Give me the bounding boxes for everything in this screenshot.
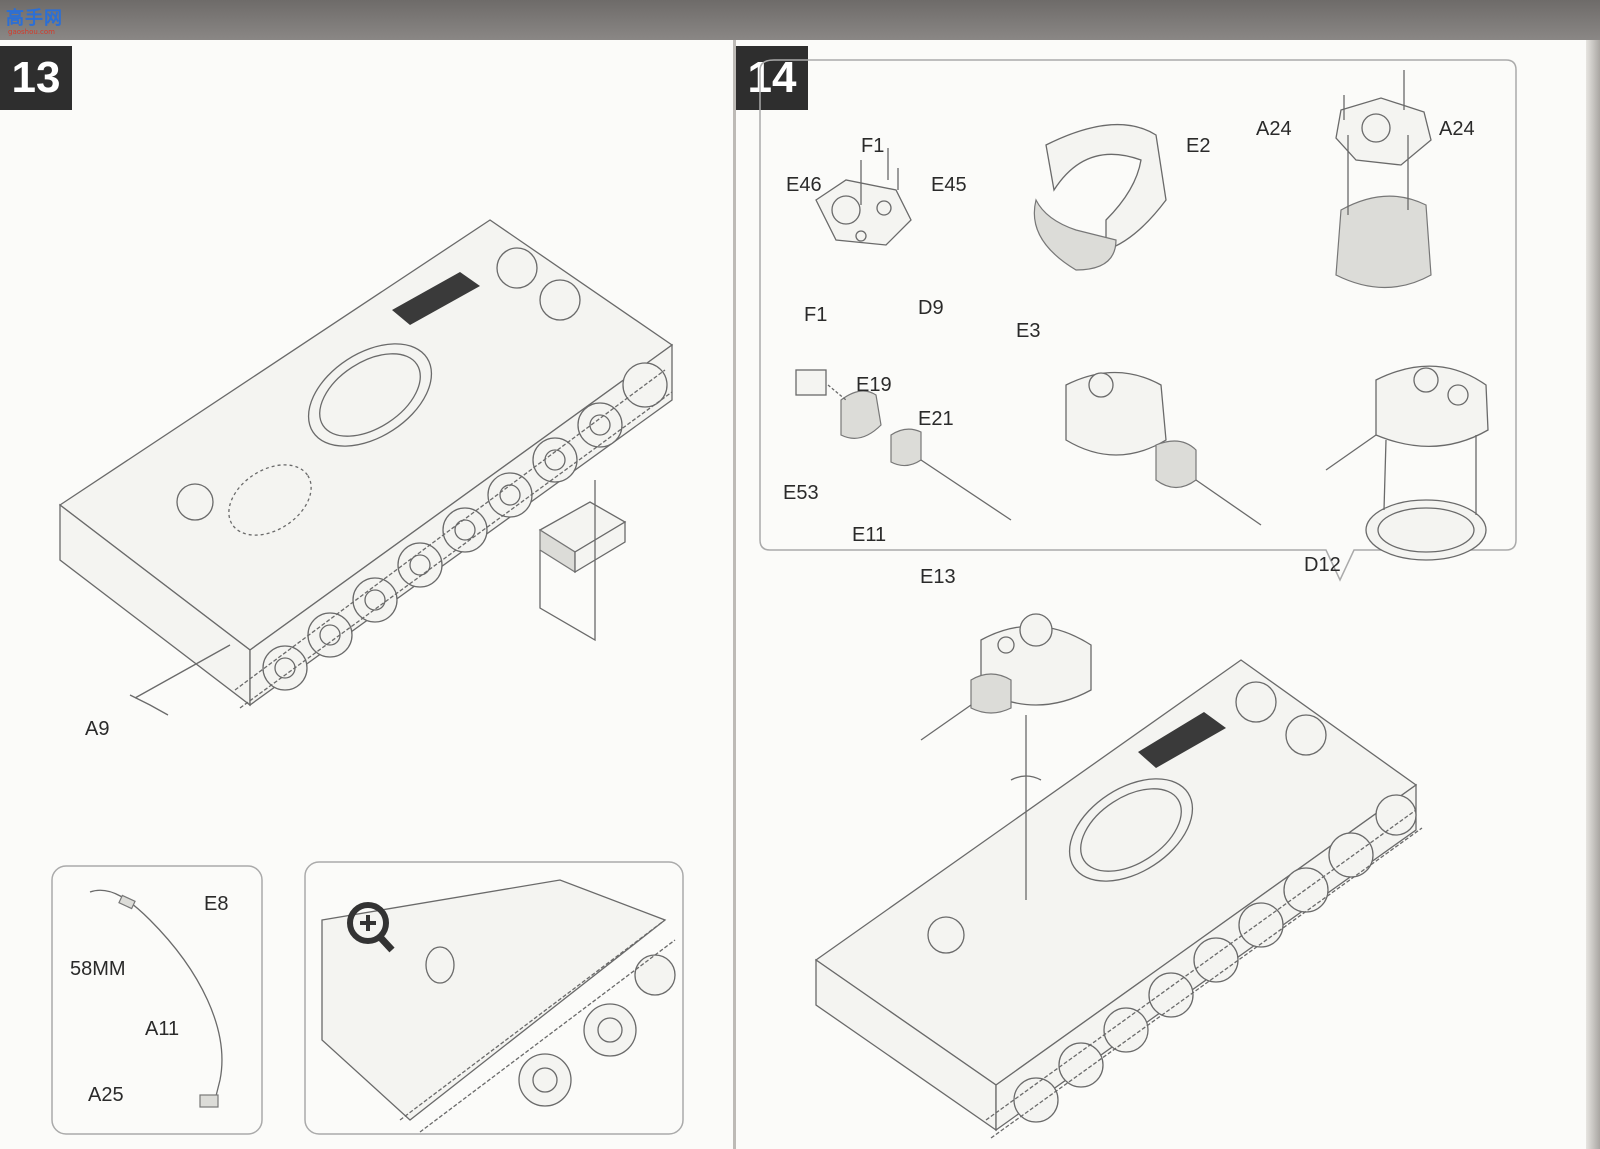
zoom-hull-detail bbox=[321, 879, 667, 1121]
road-wheels bbox=[262, 362, 668, 691]
label-f1-bottom: F1 bbox=[804, 304, 828, 326]
a9-leader-line bbox=[134, 644, 231, 699]
turret-roof-plate bbox=[815, 148, 912, 246]
label-e19: E19 bbox=[856, 374, 892, 396]
page-step-14: 14 bbox=[736, 40, 1600, 1149]
label-e11: E11 bbox=[852, 524, 887, 546]
hatch-3 bbox=[176, 483, 214, 521]
magnify-plus-icon bbox=[347, 902, 395, 953]
turret-ring bbox=[307, 343, 433, 447]
turret-assembly-middle bbox=[1065, 371, 1262, 526]
label-a25: A25 bbox=[88, 1084, 124, 1106]
step-number-14: 14 bbox=[736, 46, 808, 110]
assembled-tank bbox=[814, 659, 1423, 1139]
page-step-13: 13 bbox=[0, 40, 734, 1149]
tow-cable bbox=[89, 889, 223, 1101]
top-bar: 高手网 gaoshou.com bbox=[0, 0, 1600, 40]
tow-cable-detail-box bbox=[51, 865, 263, 1135]
label-d12: D12 bbox=[1304, 554, 1341, 576]
label-e45: E45 bbox=[931, 174, 967, 196]
engine-grille bbox=[392, 272, 480, 325]
gun-mantlet-parts bbox=[795, 369, 1012, 521]
hatch-1 bbox=[496, 247, 538, 289]
label-e46: E46 bbox=[786, 174, 822, 196]
label-e3: E3 bbox=[1016, 320, 1041, 342]
turret-assembly-right bbox=[1325, 365, 1489, 561]
tank-hull-drawing-step13 bbox=[51, 219, 684, 1135]
site-logo: 高手网 gaoshou.com bbox=[6, 4, 68, 36]
turret-roof-assembly-a24 bbox=[1335, 70, 1432, 288]
turret-wall-parts bbox=[1033, 124, 1167, 271]
label-e8: E8 bbox=[204, 893, 229, 915]
page-fold bbox=[733, 40, 736, 1149]
label-a9: A9 bbox=[85, 718, 110, 740]
logo-text: 高手网 bbox=[6, 8, 63, 29]
label-d9: D9 bbox=[918, 297, 944, 319]
label-e13: E13 bbox=[920, 566, 956, 588]
zoom-detail-box bbox=[304, 861, 684, 1135]
sub-assembly-callout bbox=[759, 59, 1517, 582]
label-a11: A11 bbox=[145, 1018, 180, 1040]
label-f1-top: F1 bbox=[861, 135, 885, 157]
label-e2: E2 bbox=[1186, 135, 1211, 157]
zoom-wheels bbox=[518, 954, 676, 1107]
turret-above-hull bbox=[920, 613, 1092, 900]
page-edge-shadow bbox=[1586, 40, 1600, 1149]
hatch-2 bbox=[539, 279, 581, 321]
label-e53: E53 bbox=[783, 482, 819, 504]
step-number-13: 13 bbox=[0, 46, 72, 110]
turret-assembly-drawing-step14 bbox=[759, 59, 1517, 1139]
label-a24-right: A24 bbox=[1439, 118, 1475, 140]
engine-grille-step14 bbox=[1138, 712, 1226, 768]
zoom-part bbox=[425, 946, 455, 984]
logo-url: gaoshou.com bbox=[8, 28, 55, 36]
label-e21: E21 bbox=[918, 408, 954, 430]
label-a24-left: A24 bbox=[1256, 118, 1292, 140]
label-58mm: 58MM bbox=[70, 958, 126, 980]
